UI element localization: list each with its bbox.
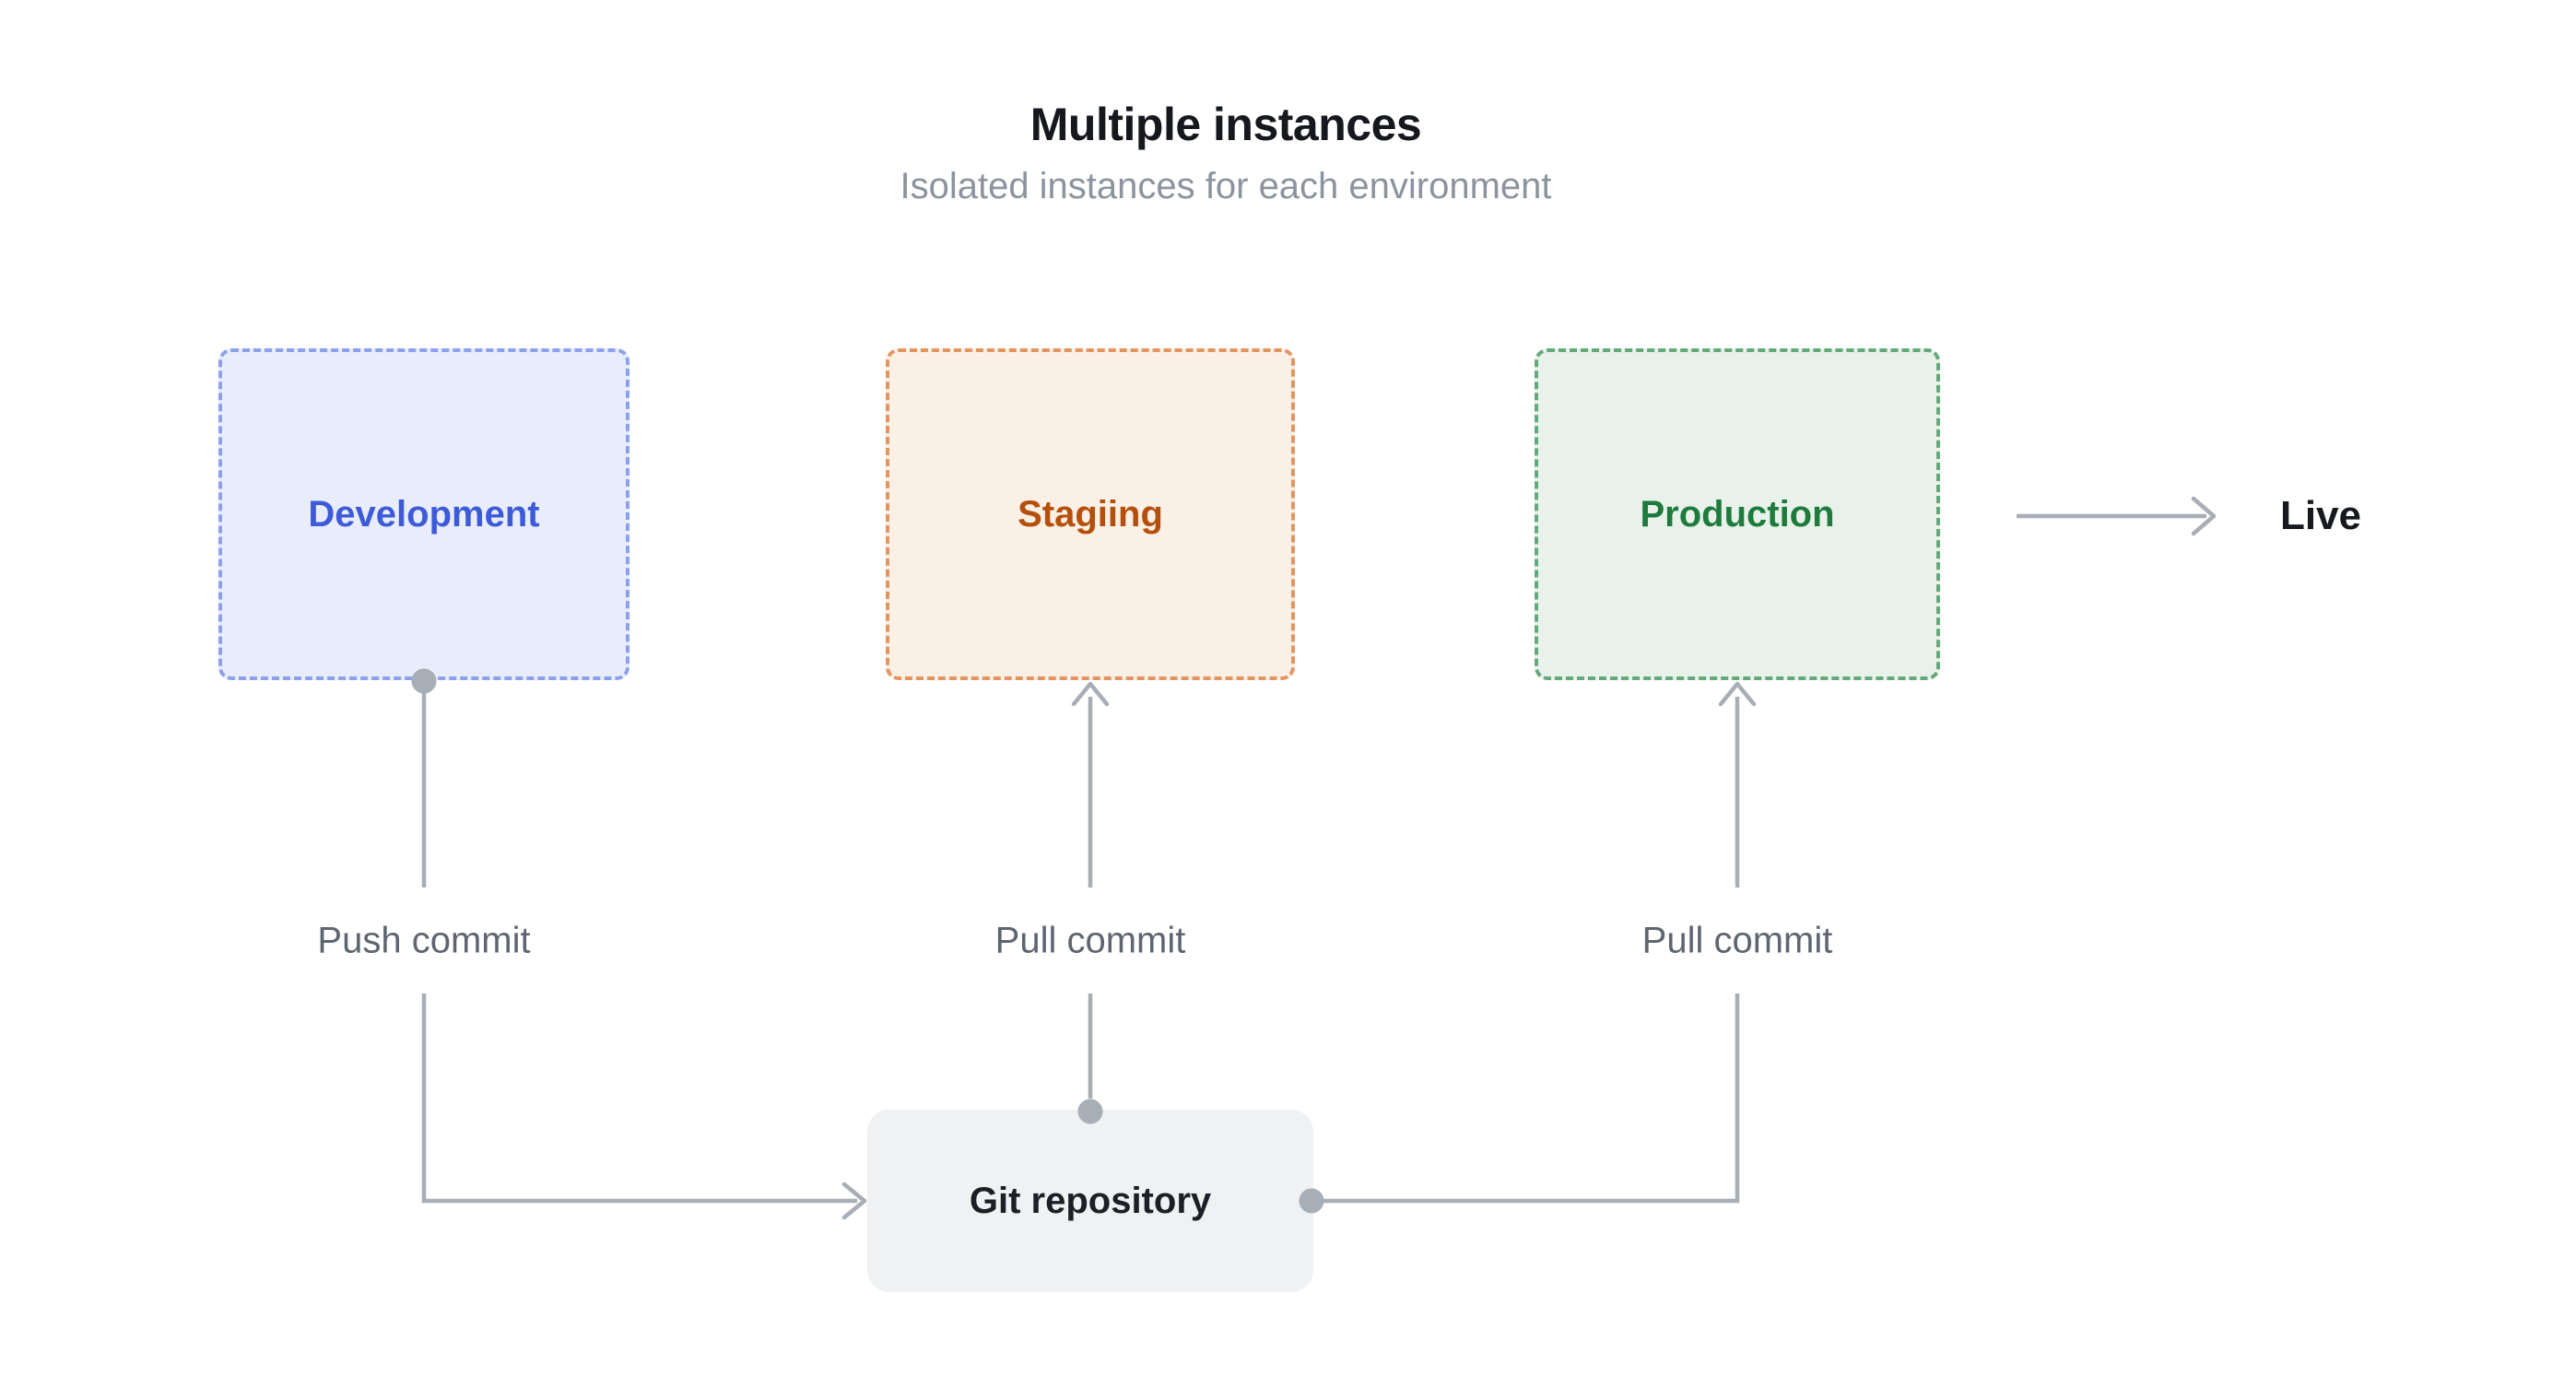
development-node: Development — [218, 348, 629, 680]
staging-node: Stagiing — [886, 348, 1295, 680]
git-repository-node-label: Git repository — [969, 1180, 1212, 1221]
push-commit-edge-label: Push commit — [317, 920, 531, 961]
production-node: Production — [1535, 348, 1940, 680]
push-commit-line-lower — [421, 993, 857, 1204]
page-title: Multiple instances — [1029, 99, 1422, 150]
page-subtitle: Isolated instances for each environment — [900, 166, 1552, 206]
diagram-header: Multiple instances Isolated instances fo… — [900, 98, 1551, 207]
pull-commit-production-edge-label: Pull commit — [1641, 920, 1833, 961]
development-node-label: Development — [308, 493, 540, 535]
pull-commit-staging-edge-label: Pull commit — [994, 920, 1186, 961]
pull-production-arrowhead-icon — [1718, 681, 1757, 707]
pull-production-line-lower — [1323, 993, 1740, 1204]
push-commit-arrowhead-icon — [841, 1182, 867, 1220]
live-label: Live — [2279, 493, 2362, 538]
production-node-label: Production — [1640, 493, 1835, 535]
live-arrowhead-icon — [2191, 496, 2217, 536]
pull-staging-arrowhead-icon — [1071, 681, 1110, 707]
git-repository-node: Git repository — [867, 1110, 1313, 1292]
staging-node-label: Stagiing — [1017, 493, 1163, 535]
